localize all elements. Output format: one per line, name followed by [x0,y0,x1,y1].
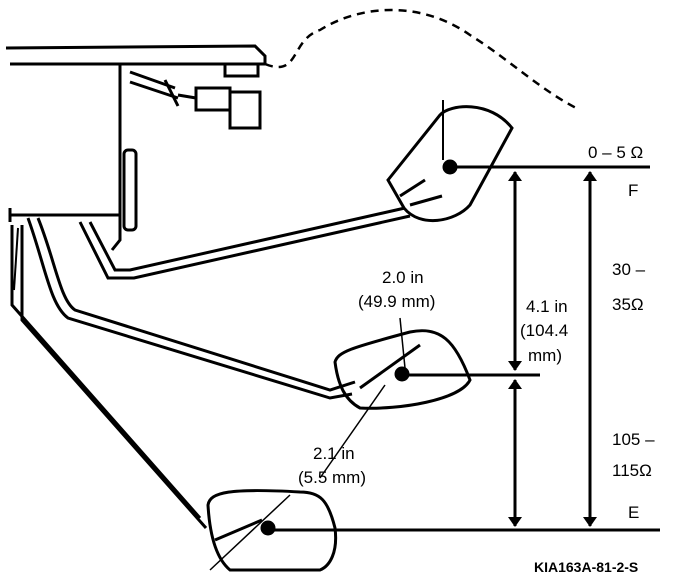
upper-travel-mm: (49.9 mm) [358,292,435,311]
leader-lines [209,317,406,571]
float-full [386,100,514,222]
float-arm-middle [26,217,356,400]
float-arm-empty [10,225,208,529]
resistance-full-label: 0 – 5 Ω [588,143,643,162]
resistance-empty-line1: 105 – [612,430,655,449]
lower-travel-in: 2.1 in [313,444,355,463]
resistance-mid-line2: 35Ω [612,295,644,314]
dimension-arrows [508,171,597,527]
resistance-mid-line1: 30 – [612,260,646,279]
resistance-empty-line2: 115Ω [612,461,652,480]
lower-travel-mm: (5.5 mm) [298,468,366,487]
figure-code: KIA163A-81-2-S [534,559,638,575]
tank-top-plate [5,8,581,112]
wire-connector [129,70,262,130]
reference-lines [268,165,660,532]
total-travel-mm-2: mm) [528,346,562,365]
sender-housing [8,64,138,251]
total-travel-mm-1: (104.4 [520,321,568,340]
empty-marker: E [628,503,639,522]
upper-travel-in: 2.0 in [382,268,424,287]
float-arm-full [78,194,443,280]
full-marker: F [628,181,638,200]
total-travel-in: 4.1 in [526,297,568,316]
